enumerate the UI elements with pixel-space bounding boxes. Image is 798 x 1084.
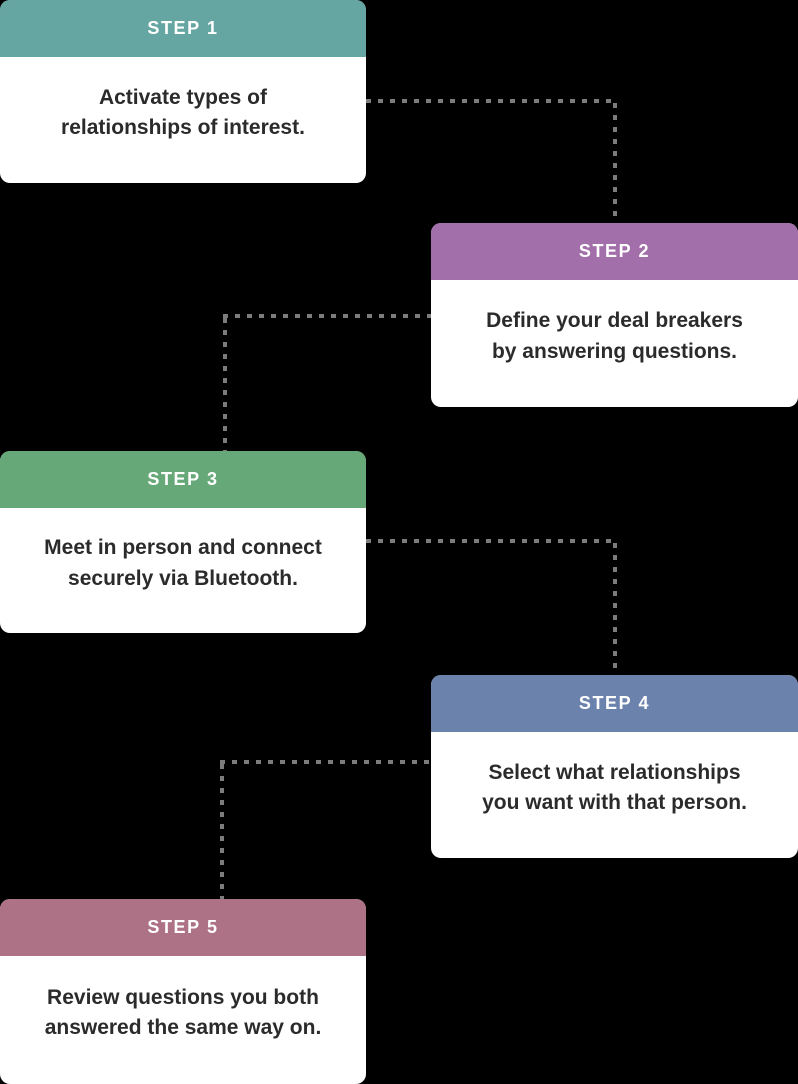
connector-step1-step2-horizontal xyxy=(366,99,617,103)
connector-step2-step3-vertical xyxy=(223,318,227,451)
step-card-3-body: Meet in person and connect securely via … xyxy=(0,508,366,633)
connector-step4-step5-horizontal xyxy=(220,760,431,764)
step-card-4-description: Select what relationships you want with … xyxy=(482,760,747,814)
step-card-3-label: STEP 3 xyxy=(147,469,219,489)
connector-step3-step4-horizontal xyxy=(366,539,617,543)
step-card-5: STEP 5 Review questions you both answere… xyxy=(0,899,366,1084)
step-card-2: STEP 2 Define your deal breakers by answ… xyxy=(431,223,798,407)
step-card-4: STEP 4 Select what relationships you wan… xyxy=(431,675,798,858)
step-card-1-header: STEP 1 xyxy=(0,0,366,57)
step-card-1-description: Activate types of relationships of inter… xyxy=(61,85,305,139)
connector-step2-step3-horizontal xyxy=(223,314,431,318)
connector-step1-step2-vertical xyxy=(613,103,617,223)
step-card-5-body: Review questions you both answered the s… xyxy=(0,956,366,1084)
step-card-5-description: Review questions you both answered the s… xyxy=(44,985,322,1039)
step-card-1: STEP 1 Activate types of relationships o… xyxy=(0,0,366,183)
step-card-3-header: STEP 3 xyxy=(0,451,366,508)
step-card-3: STEP 3 Meet in person and connect secure… xyxy=(0,451,366,633)
connector-step4-step5-vertical xyxy=(220,764,224,899)
step-card-3-description: Meet in person and connect securely via … xyxy=(44,536,322,590)
step-card-4-header: STEP 4 xyxy=(431,675,798,732)
step-card-4-body: Select what relationships you want with … xyxy=(431,732,798,858)
step-card-2-label: STEP 2 xyxy=(578,241,651,261)
step-card-4-label: STEP 4 xyxy=(578,693,651,713)
step-card-2-body: Define your deal breakers by answering q… xyxy=(431,280,798,407)
step-card-1-label: STEP 1 xyxy=(147,18,219,38)
step-card-5-label: STEP 5 xyxy=(147,917,219,937)
step-card-2-description: Define your deal breakers by answering q… xyxy=(486,309,743,363)
connector-step3-step4-vertical xyxy=(613,543,617,675)
step-card-5-header: STEP 5 xyxy=(0,899,366,956)
step-card-2-header: STEP 2 xyxy=(431,223,798,280)
step-card-1-body: Activate types of relationships of inter… xyxy=(0,57,366,183)
